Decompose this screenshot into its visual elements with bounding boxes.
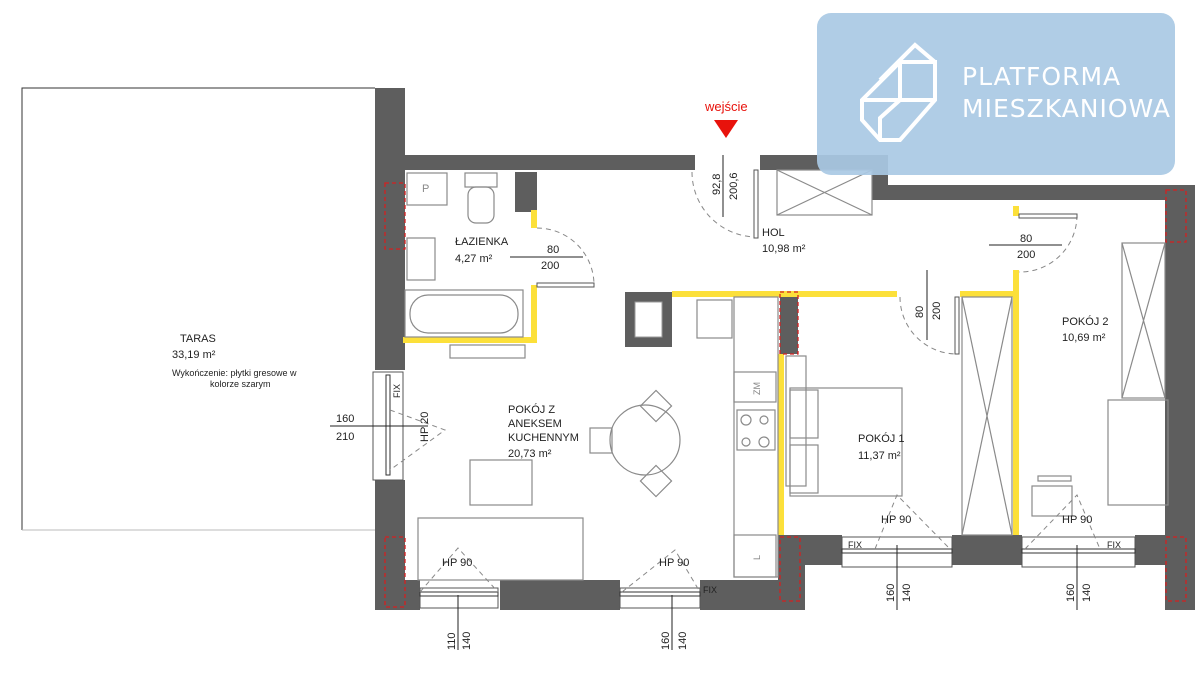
- room2-window-height: 140: [1081, 584, 1093, 602]
- hall-name: HOL: [762, 227, 785, 239]
- logo-line2: MIESZKANIOWA: [962, 94, 1171, 123]
- logo-cube-icon: [860, 42, 937, 142]
- terrace-door-type: HP 20: [419, 412, 431, 442]
- terrace-note-2: kolorze szarym: [210, 379, 271, 389]
- room1-window-type: HP 90: [881, 514, 911, 526]
- living-right-window-width: 160: [660, 632, 672, 650]
- living-name-1: POKÓJ Z: [508, 403, 555, 416]
- bathroom-door-height: 200: [541, 260, 559, 272]
- entrance-label: wejście: [704, 99, 748, 114]
- logo-line1: PLATFORMA: [962, 62, 1121, 91]
- entrance-dim-width: 92,8: [711, 174, 723, 195]
- terrace-door-width: 160: [336, 413, 354, 425]
- room1-window-height: 140: [901, 584, 913, 602]
- living-name-2: ANEKSEM: [508, 418, 562, 430]
- dimension-lines: [330, 155, 1078, 650]
- room2-window-fix: FIX: [1107, 540, 1121, 550]
- room2-window-type: HP 90: [1062, 514, 1092, 526]
- entrance-arrow-icon: [714, 120, 738, 138]
- bathroom-door-width: 80: [547, 244, 559, 256]
- terrace-door-fix: FIX: [392, 384, 402, 398]
- bathroom-area: 4,27 m²: [455, 253, 493, 265]
- room2-window-width: 160: [1065, 584, 1077, 602]
- partition-walls: [403, 206, 1019, 535]
- room1-window-width: 160: [885, 584, 897, 602]
- terrace-area: 33,19 m²: [172, 349, 216, 361]
- washer-label: P: [422, 183, 429, 195]
- cabinet-label: L: [752, 555, 762, 560]
- room1-door-height: 200: [931, 302, 943, 320]
- room1-door-width: 80: [914, 306, 926, 318]
- room2-area: 10,69 m²: [1062, 332, 1106, 344]
- terrace-door-height: 210: [336, 431, 354, 443]
- windows: [372, 371, 1136, 609]
- hall-area: 10,98 m²: [762, 243, 806, 255]
- living-area: 20,73 m²: [508, 448, 552, 460]
- doors: [536, 169, 1078, 355]
- platforma-logo: PLATFORMA MIESZKANIOWA: [817, 13, 1175, 175]
- living-right-window-type: HP 90: [659, 557, 689, 569]
- room1-area: 11,37 m²: [858, 450, 901, 462]
- furniture: [404, 169, 1169, 581]
- bathroom-name: ŁAZIENKA: [455, 236, 509, 248]
- ventilation-markers: [384, 182, 1187, 608]
- terrace-outline: [21, 87, 375, 530]
- entrance-dim-height: 200,6: [728, 172, 740, 200]
- living-left-window-height: 140: [461, 632, 473, 650]
- terrace-note-1: Wykończenie: płytki gresowe w: [172, 368, 297, 378]
- living-right-window-fix: FIX: [703, 585, 717, 595]
- room1-window-fix: FIX: [848, 540, 862, 550]
- room2-door-height: 200: [1017, 249, 1035, 261]
- living-left-window-width: 110: [446, 632, 458, 650]
- living-name-3: KUCHENNYM: [508, 432, 579, 444]
- terrace-name: TARAS: [180, 333, 216, 345]
- room1-name: POKÓJ 1: [858, 432, 904, 445]
- fridge-label: ZM: [752, 382, 762, 395]
- living-right-window-height: 140: [677, 632, 689, 650]
- living-left-window-type: HP 90: [442, 557, 472, 569]
- room2-door-width: 80: [1020, 233, 1032, 245]
- room2-name: POKÓJ 2: [1062, 315, 1108, 328]
